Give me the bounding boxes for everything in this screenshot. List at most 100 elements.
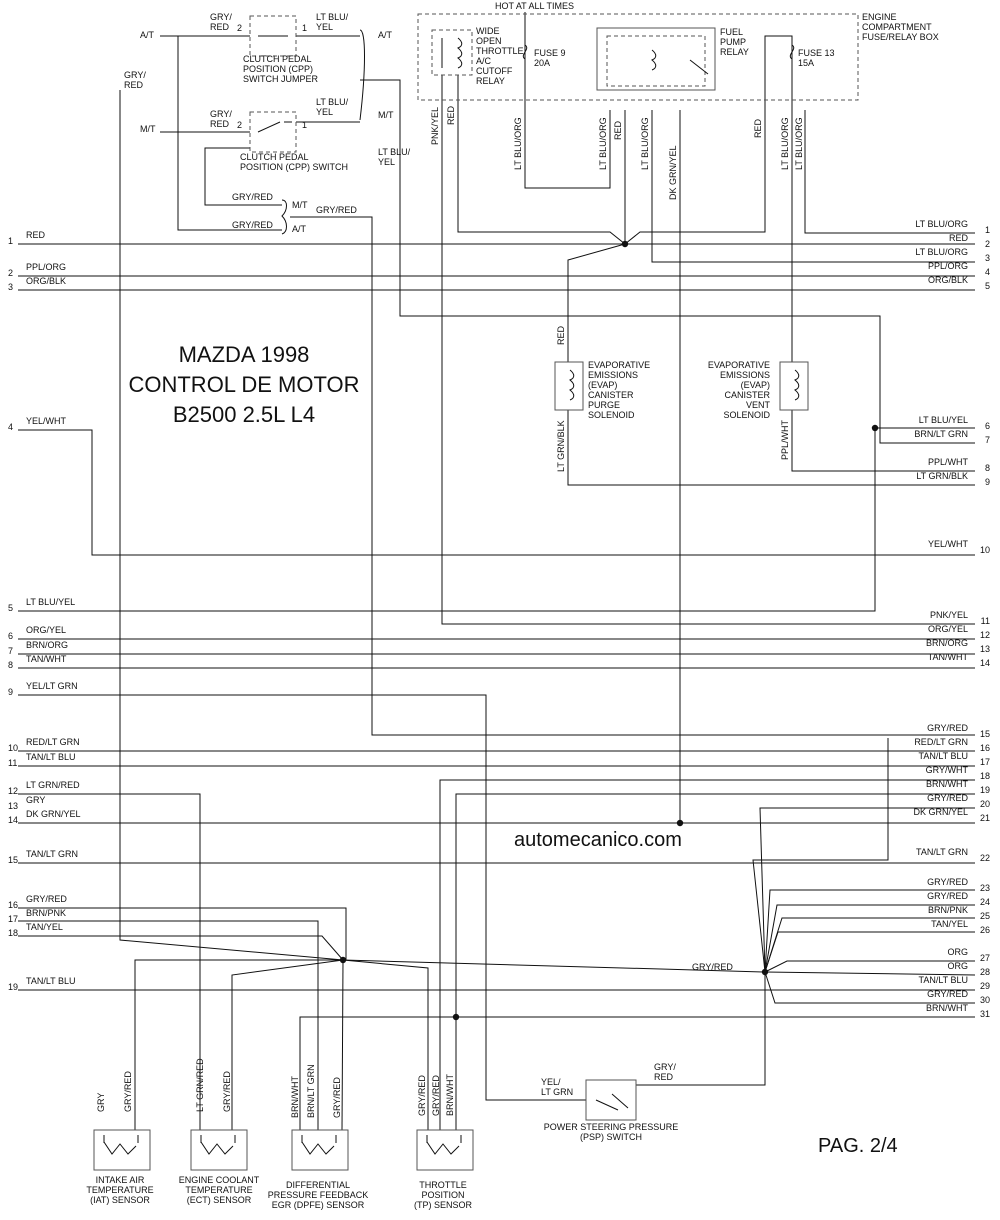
yel-wht-pin4-pin10 xyxy=(18,429,975,556)
red-evap-purge xyxy=(567,243,626,362)
gry-wht-label-tp: GRY/RED xyxy=(431,1075,441,1116)
lt-blu-org-label-1: LT BLU/ORG xyxy=(513,117,523,170)
wot-relay-box xyxy=(431,29,473,76)
right-pin-number: 29 xyxy=(980,981,990,991)
lt-blu-org-pin3 xyxy=(651,110,975,263)
gry-red-pin30 xyxy=(764,971,975,1004)
psp-switch-label: POWER STEERING PRESSURE(PSP) SWITCH xyxy=(544,1122,679,1142)
gry-red-label-at: GRY/RED xyxy=(232,220,273,230)
right-pin-wire-label: BRN/ORG xyxy=(926,638,968,648)
right-pin-wire-label: RED xyxy=(949,233,969,243)
left-pin-number: 13 xyxy=(8,801,18,811)
right-pin-wire-label: ORG/BLK xyxy=(928,275,968,285)
dk-grn-yel-label: DK GRN/YEL xyxy=(668,145,678,200)
lt-grn-red-label-ect: LT GRN/RED xyxy=(195,1058,205,1112)
right-pin-wire-label: TAN/WHT xyxy=(928,652,969,662)
right-pin-wire-label: YEL/WHT xyxy=(928,539,969,549)
at-mt-brace-right xyxy=(359,29,372,121)
lt-blu-org-label-2: LT BLU/ORG xyxy=(598,117,608,170)
left-pin-number: 12 xyxy=(8,786,18,796)
right-pin-wire-label: DK GRN/YEL xyxy=(913,807,968,817)
left-pin-number: 8 xyxy=(8,660,13,670)
right-pin-wire-label: PNK/YEL xyxy=(930,610,968,620)
right-pin-wire-label: BRN/WHT xyxy=(926,779,968,789)
lt-grn-red-ect xyxy=(18,793,201,1130)
lt-blu-org-label-5: LT BLU/ORG xyxy=(794,117,804,170)
brn-pnk-dpfe xyxy=(18,920,319,1130)
gry-red-dpfe xyxy=(341,959,344,1131)
brn-wht-pin31 xyxy=(299,1016,975,1130)
left-pin-number: 3 xyxy=(8,282,13,292)
gry-red-label-left: GRY/RED xyxy=(124,70,146,90)
gry-red-pin20 xyxy=(759,807,975,973)
right-pin-wire-label: PPL/ORG xyxy=(928,261,968,271)
right-pin-wire-label: BRN/LT GRN xyxy=(914,429,968,439)
left-pin-number: 10 xyxy=(8,743,18,753)
gry-red-to-pin15 xyxy=(290,216,975,736)
lt-blu-org-label-4: LT BLU/ORG xyxy=(780,117,790,170)
ppl-wht-label: PPL/WHT xyxy=(780,419,790,460)
lt-grn-blk-pin9 xyxy=(567,410,975,486)
wot-relay-coil-icon xyxy=(441,37,463,69)
gry-red-psp xyxy=(636,970,766,1086)
gry-red-label-splice: GRY/RED xyxy=(692,962,733,972)
evap-vent-solenoid-box xyxy=(779,361,809,411)
title-line2: CONTROL DE MOTOR xyxy=(128,372,359,397)
right-pin-number: 8 xyxy=(985,463,990,473)
right-pin-wire-label: LT BLU/ORG xyxy=(915,247,968,257)
gry-red-at-wire xyxy=(177,35,282,231)
cpp-jumper-pin1: 1 xyxy=(302,23,307,33)
left-pin-wire-label: TAN/LT GRN xyxy=(26,849,78,859)
at-label-lower: A/T xyxy=(292,224,307,234)
lt-blu-org-fuse9 xyxy=(524,110,611,189)
right-pin-number: 4 xyxy=(985,267,990,277)
evap-purge-solenoid-box xyxy=(554,361,584,411)
dpfe-sensor-thermistor-icon xyxy=(301,1135,337,1155)
tp-sensor-thermistor-icon xyxy=(426,1135,462,1155)
brn-lt-grn-pin7 xyxy=(879,428,975,444)
red-fuse13 xyxy=(624,100,766,245)
right-pin-wire-label: GRY/WHT xyxy=(926,765,969,775)
gry-wht-pin18 xyxy=(439,779,975,1130)
gry-red-to-splice-upper xyxy=(752,738,889,973)
org-pin28 xyxy=(764,971,976,976)
right-pin-wire-label: BRN/PNK xyxy=(928,905,968,915)
left-pin-number: 15 xyxy=(8,855,18,865)
right-pin-number: 16 xyxy=(980,743,990,753)
org-pin27 xyxy=(764,960,975,973)
lt-blu-yel-pin5-pin6 xyxy=(18,427,975,612)
brn-wht-pin19 xyxy=(455,793,975,1017)
right-pin-number: 17 xyxy=(980,757,990,767)
right-pin-number: 12 xyxy=(980,630,990,640)
psp-switch-box xyxy=(585,1079,637,1121)
mt-at-brace xyxy=(281,199,287,235)
gry-red-label-ect: GRY/RED xyxy=(222,1071,232,1112)
right-pin-number: 23 xyxy=(980,883,990,893)
right-pin-number: 3 xyxy=(985,253,990,263)
psp-switch-contact-icon xyxy=(595,1093,629,1111)
gry-red-mt-wire xyxy=(204,147,282,206)
cpp-switch-pin1: 1 xyxy=(302,120,307,130)
right-pin-wire-label: ORG xyxy=(947,947,968,957)
gry-red-ect xyxy=(231,959,344,1130)
gry-red-iat xyxy=(134,959,343,1130)
left-pin-wire-label: ORG/BLK xyxy=(26,276,66,286)
ppl-wht-pin8 xyxy=(791,410,975,472)
left-pin-wire-label: LT BLU/YEL xyxy=(26,597,75,607)
right-pin-number: 1 xyxy=(985,225,990,235)
right-pin-number: 30 xyxy=(980,995,990,1005)
fuse-relay-box xyxy=(417,13,859,101)
pnk-yel-label: PNK/YEL xyxy=(430,107,440,145)
brn-wht-label-tp: BRN/WHT xyxy=(445,1074,455,1116)
right-pin-number: 27 xyxy=(980,953,990,963)
cpp-switch-wire-label: GRY/RED xyxy=(210,109,232,129)
right-pin-number: 28 xyxy=(980,967,990,977)
mt-label: M/T xyxy=(140,124,156,134)
components xyxy=(93,13,859,1171)
